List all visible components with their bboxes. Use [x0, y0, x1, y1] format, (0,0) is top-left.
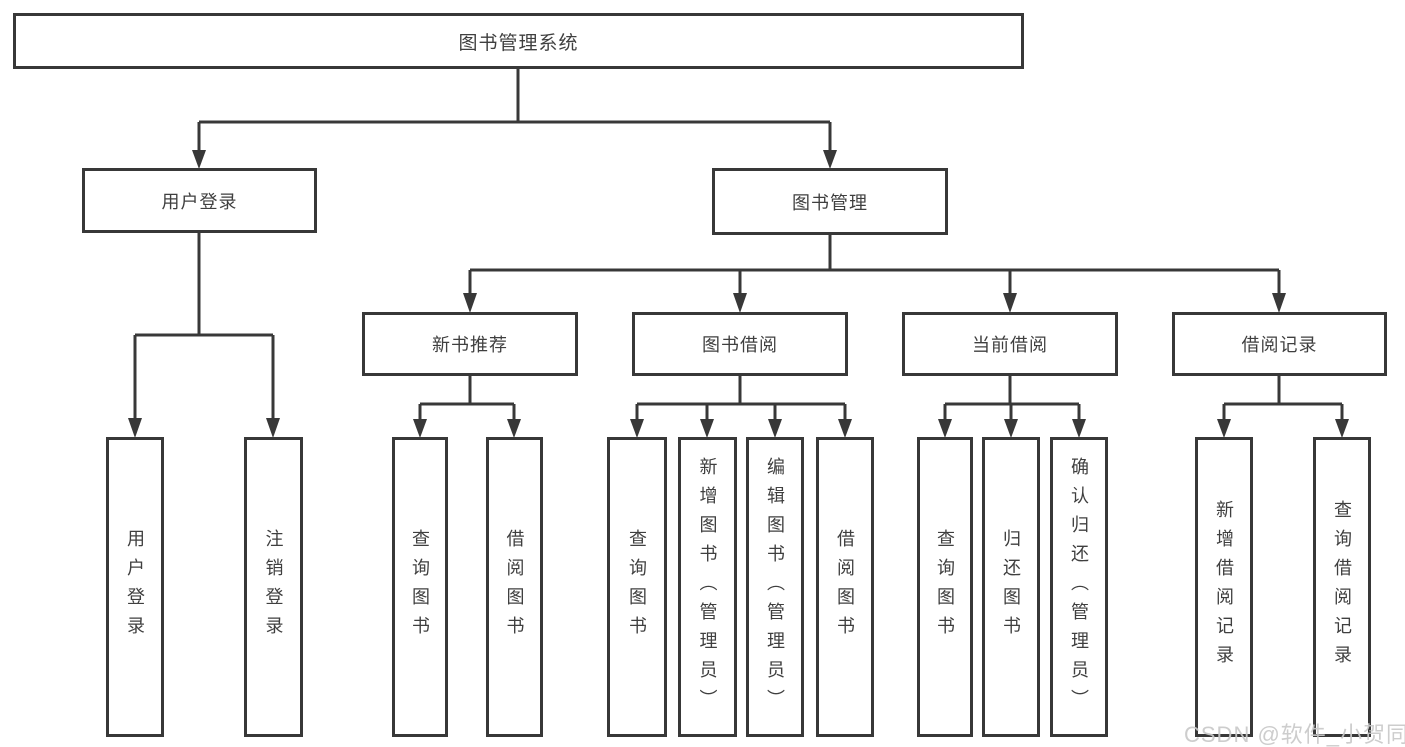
leaf-label: 新增图书（管理员） [697, 456, 718, 718]
leaf-add-book-admin: 新增图书（管理员） [678, 437, 737, 737]
leaf-query-books-2: 查询图书 [607, 437, 667, 737]
leaf-label: 编辑图书（管理员） [765, 456, 785, 718]
arrowheads [128, 150, 1349, 438]
leaf-borrow-books-2: 借阅图书 [816, 437, 874, 737]
node-new-book-recommend: 新书推荐 [362, 312, 578, 376]
leaf-label: 注销登录 [263, 529, 284, 645]
node-label: 借阅记录 [1241, 335, 1318, 355]
leaf-query-borrow-record: 查询借阅记录 [1313, 437, 1371, 737]
leaf-edit-book-admin: 编辑图书（管理员） [746, 437, 804, 737]
leaf-logout: 注销登录 [244, 437, 303, 737]
leaf-label: 确认归还（管理员） [1069, 456, 1089, 718]
node-label: 图书管理系统 [458, 32, 579, 54]
node-book-management: 图书管理 [712, 168, 948, 235]
node-current-borrowing: 当前借阅 [902, 312, 1118, 376]
leaf-label: 归还图书 [1001, 529, 1021, 645]
fan-new-books [418, 376, 516, 421]
node-label: 图书借阅 [702, 335, 778, 355]
node-label: 图书管理 [792, 192, 868, 213]
leaf-label: 用户登录 [125, 529, 145, 645]
leaf-label: 查询图书 [627, 529, 647, 645]
node-book-borrowing: 图书借阅 [632, 312, 848, 376]
leaf-label: 查询图书 [410, 529, 430, 645]
node-label: 用户登录 [161, 191, 238, 212]
leaf-label: 借阅图书 [504, 529, 525, 645]
fan-user-login [133, 233, 275, 420]
node-label: 新书推荐 [432, 335, 508, 355]
fan-borrowing [635, 376, 847, 421]
csdn-watermark: CSDN @软件_小贺同学 [1184, 722, 1405, 747]
fan-root [197, 69, 832, 152]
leaf-query-books-1: 查询图书 [392, 437, 448, 737]
node-label: 当前借阅 [972, 335, 1048, 355]
leaf-user-login: 用户登录 [106, 437, 164, 737]
leaf-label: 查询借阅记录 [1332, 500, 1352, 674]
leaf-label: 新增借阅记录 [1214, 500, 1234, 674]
node-root-system: 图书管理系统 [13, 13, 1024, 69]
fan-current [943, 376, 1081, 421]
fan-book-mgmt [468, 235, 1281, 295]
leaf-label: 查询图书 [935, 529, 955, 645]
leaf-confirm-return-admin: 确认归还（管理员） [1050, 437, 1108, 737]
leaf-return-book: 归还图书 [982, 437, 1040, 737]
leaf-borrow-books-1: 借阅图书 [486, 437, 543, 737]
leaf-label: 借阅图书 [835, 529, 855, 645]
node-user-login: 用户登录 [82, 168, 317, 233]
leaf-add-borrow-record: 新增借阅记录 [1195, 437, 1253, 737]
node-borrow-records: 借阅记录 [1172, 312, 1387, 376]
fan-records [1222, 376, 1344, 421]
leaf-query-books-3: 查询图书 [917, 437, 973, 737]
